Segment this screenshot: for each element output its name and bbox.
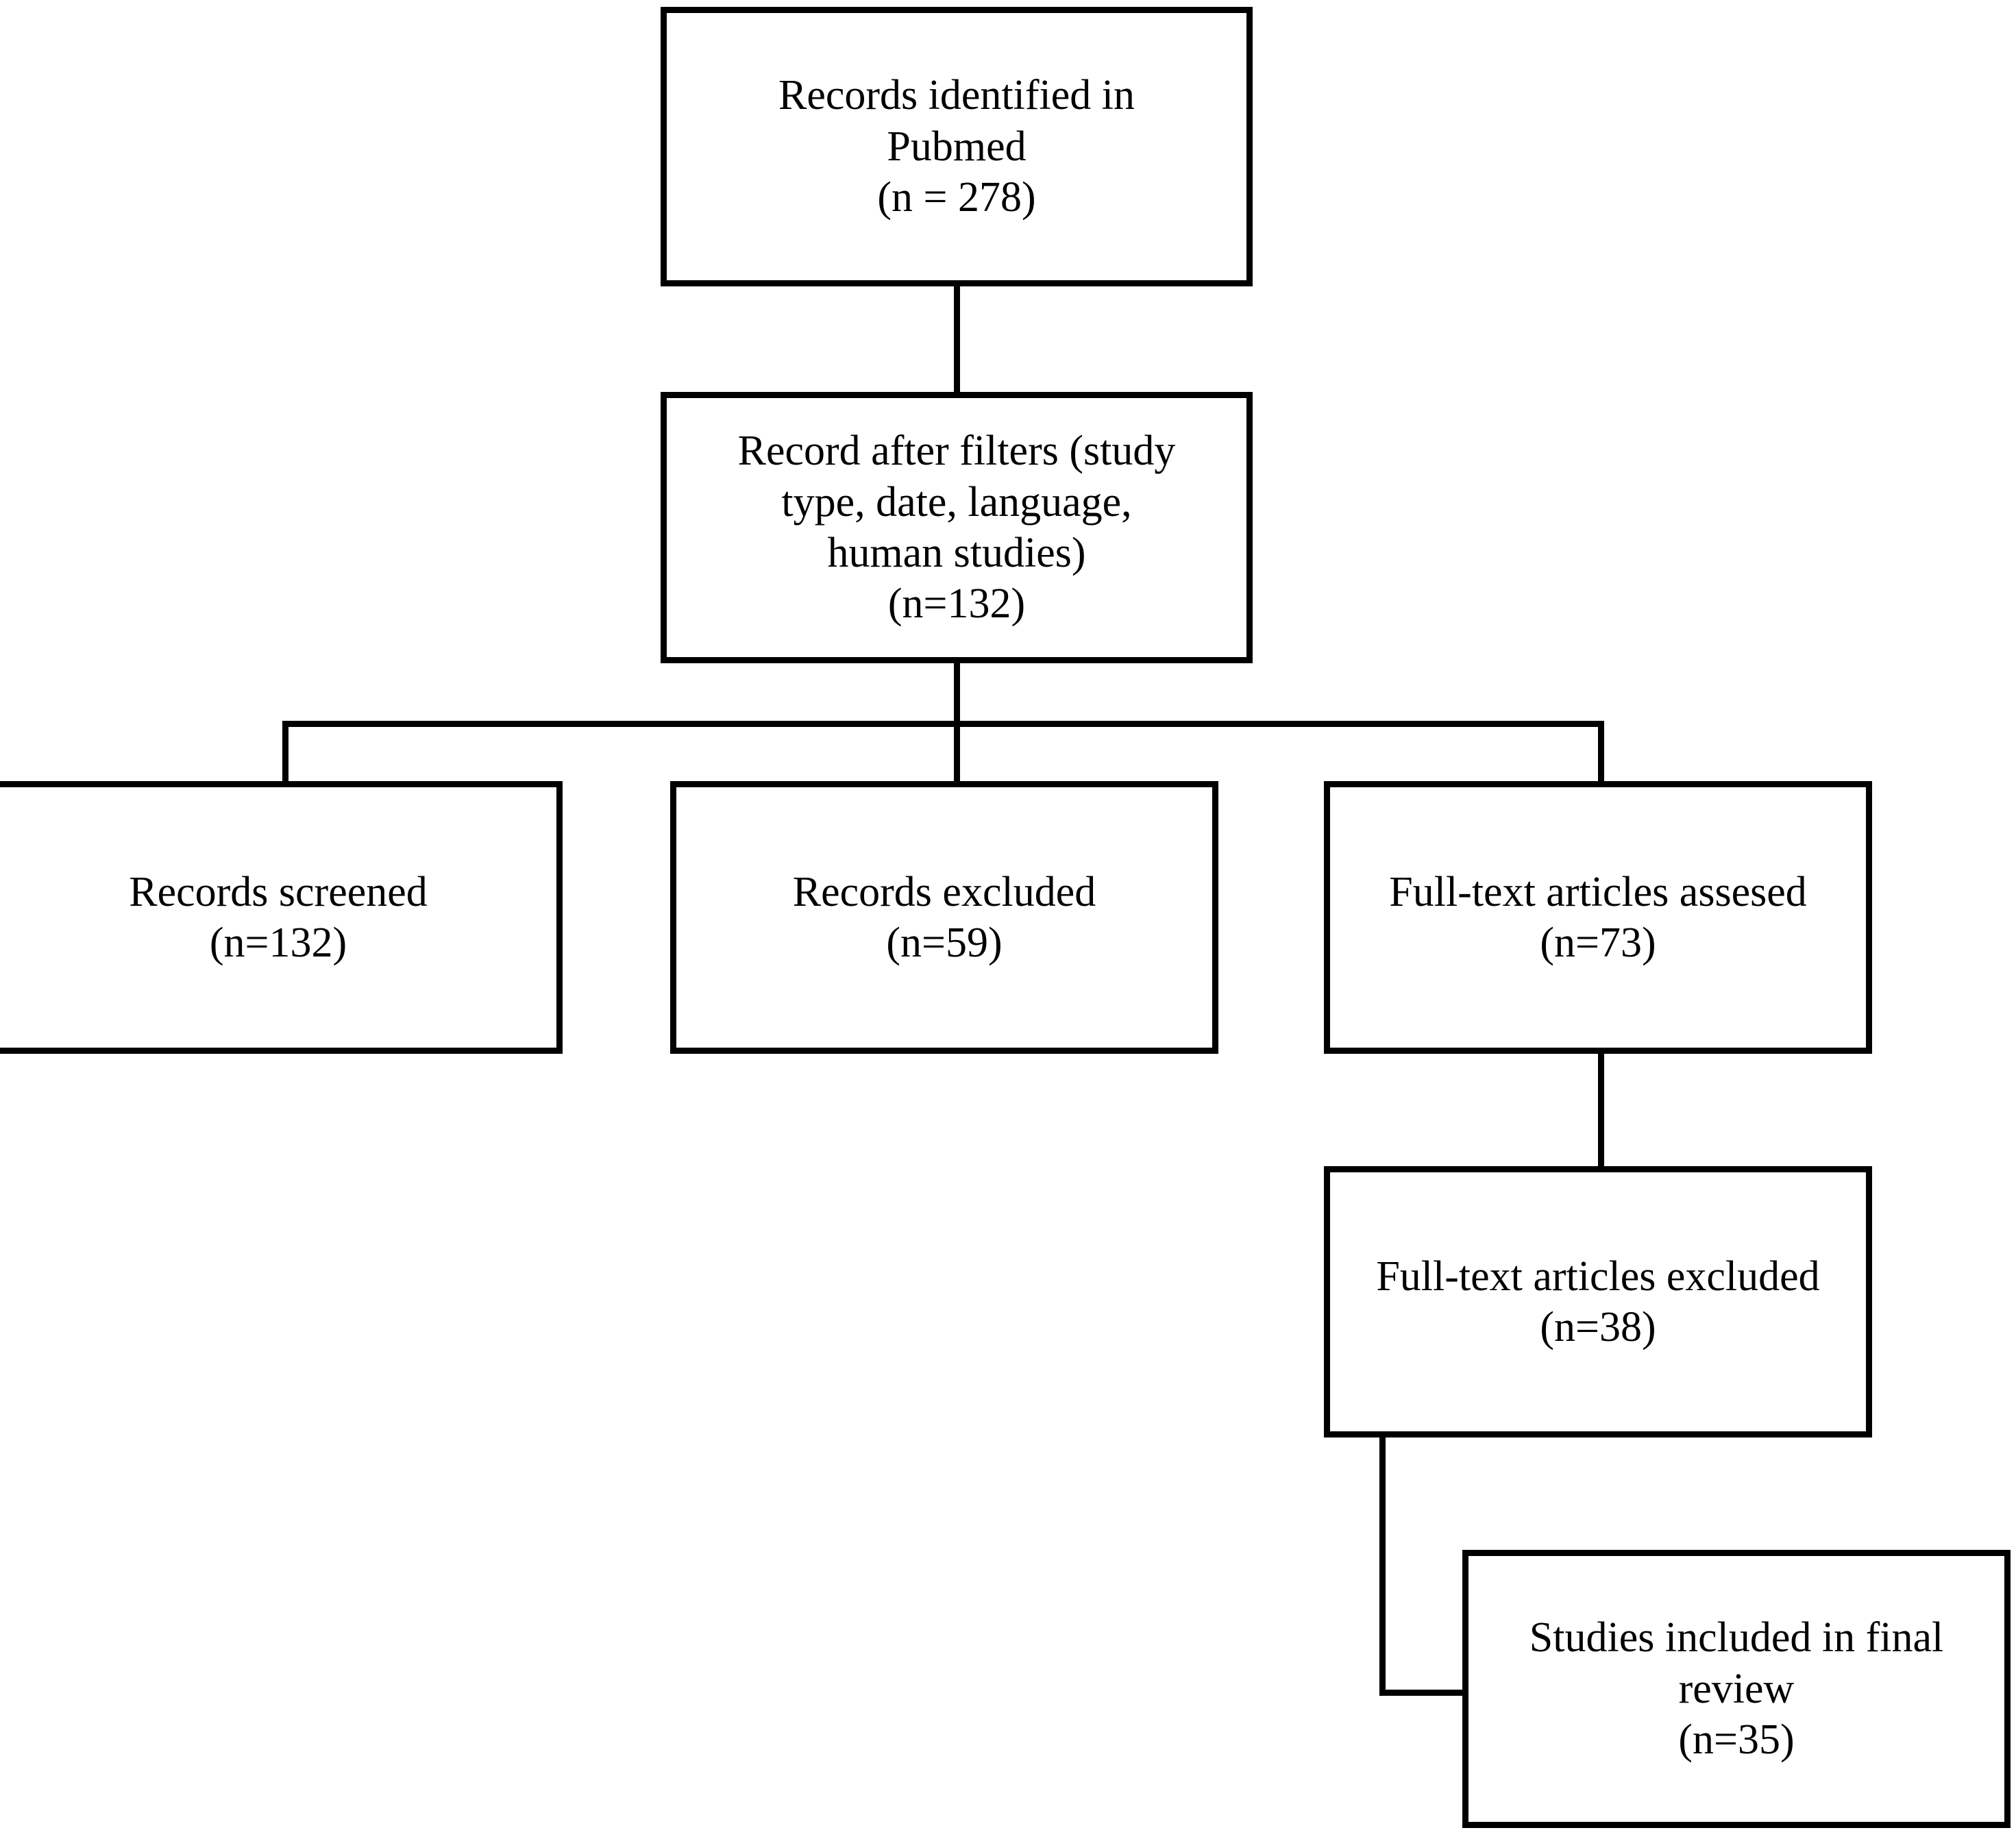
connector-excluded-to-included-vertical [1379, 1432, 1386, 1696]
connector-branch-bus [282, 721, 1604, 727]
connector-branch-to-records-excluded [954, 721, 960, 787]
node-records-excluded-label: Records excluded (n=59) [792, 868, 1096, 966]
node-records-identified-label: Records identified in Pubmed (n = 278) [778, 72, 1135, 221]
node-records-after-filters-label: Record after filters (study type, date, … [737, 428, 1176, 628]
node-records-screened[interactable]: Records screened (n=132) [0, 781, 563, 1054]
node-fulltext-excluded[interactable]: Full-text articles excluded (n=38) [1324, 1166, 1872, 1437]
node-fulltext-assessed-label: Full-text articles assesed (n=73) [1389, 868, 1807, 966]
connector-excluded-to-included-horizontal [1379, 1690, 1468, 1696]
connector-assessed-to-excluded [1598, 1048, 1604, 1172]
node-records-identified[interactable]: Records identified in Pubmed (n = 278) [661, 7, 1253, 286]
connector-branch-to-records-screened [282, 721, 288, 787]
connector-branch-to-fulltext-assessed [1598, 721, 1604, 787]
node-fulltext-excluded-label: Full-text articles excluded (n=38) [1376, 1252, 1820, 1350]
node-records-screened-label: Records screened (n=132) [129, 868, 428, 966]
node-studies-included-label: Studies included in final review (n=35) [1529, 1614, 1944, 1764]
node-records-excluded[interactable]: Records excluded (n=59) [670, 781, 1218, 1054]
node-studies-included[interactable]: Studies included in final review (n=35) [1462, 1550, 2011, 1828]
connector-identified-to-filters [954, 280, 960, 397]
node-fulltext-assessed[interactable]: Full-text articles assesed (n=73) [1324, 781, 1872, 1054]
connector-filters-stem [954, 658, 960, 726]
node-records-after-filters[interactable]: Record after filters (study type, date, … [661, 392, 1253, 663]
